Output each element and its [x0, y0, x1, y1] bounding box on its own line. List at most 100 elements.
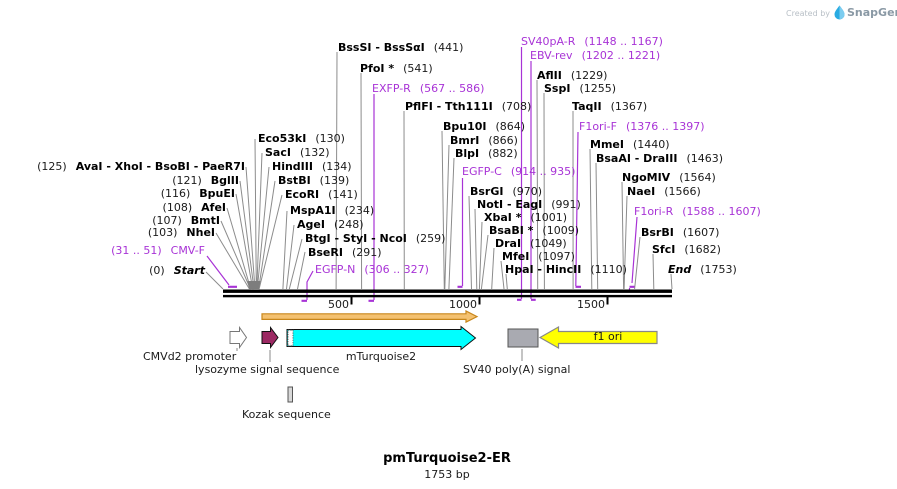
- site-pos: (866): [488, 134, 518, 147]
- primer-label-sv40pa-r: SV40pA-R (1148 .. 1167): [521, 36, 663, 48]
- site-label-bstbi: BstBI(139): [278, 175, 349, 187]
- site-connectors: [205, 51, 673, 290]
- site-label-bpuei: (116) BpuEI: [161, 188, 235, 200]
- created-by-text: Created by: [786, 9, 831, 18]
- site-label-bpu10i: Bpu10I (864): [443, 121, 525, 133]
- site-pos: (864): [495, 120, 526, 133]
- site-pos: (1564): [679, 171, 716, 184]
- site-name: BsaBI *: [489, 224, 534, 237]
- feature-signal-junction-hatch: [287, 329, 294, 347]
- primer-pos: (1202 .. 1221): [581, 49, 661, 62]
- feature-mturquoise2-arrow: [286, 325, 477, 351]
- site-pos: (708): [501, 100, 532, 113]
- site-name: MspA1I: [290, 204, 336, 217]
- site-pos: (1607): [682, 226, 720, 239]
- primer-label-f1ori-f: F1ori-F(1376 .. 1397): [579, 121, 705, 133]
- site-name: BsrBI: [641, 226, 674, 239]
- site-label-hpai: HpaI - HincII (1110): [505, 264, 627, 276]
- site-pos: (116): [160, 187, 191, 200]
- site-pos: (991): [551, 198, 581, 211]
- site-name: BtgI - StyI - NcoI: [305, 232, 407, 245]
- feature-f1-ori-arrow: [538, 325, 658, 350]
- site-name: AgeI: [297, 218, 325, 231]
- orf-frame-arrow: [261, 310, 479, 324]
- site-name: PflFI - Tth111I: [405, 100, 493, 113]
- site-name: HpaI - HincII: [505, 263, 582, 276]
- site-name: BglII: [210, 174, 239, 187]
- marker-pos: (0): [149, 264, 165, 277]
- site-label-bglii: (121)BglII: [172, 175, 239, 187]
- site-label-bsrbi: BsrBI (1607): [641, 227, 719, 239]
- marker-label-start: (0)Start: [149, 265, 205, 277]
- site-name: BmrI: [450, 134, 480, 147]
- feature-label-kozak: Kozak sequence: [242, 408, 331, 421]
- site-label-agei: AgeI(248): [297, 219, 364, 231]
- site-pos: (1463): [686, 152, 724, 165]
- ruler-label-1000: 1000: [449, 298, 477, 311]
- site-name: BlpI: [455, 147, 480, 160]
- site-label-mfei: MfeI(1097): [502, 251, 575, 263]
- site-name: NotI - EagI: [477, 198, 543, 211]
- feature-lysozyme-signal-arrow: [261, 326, 279, 349]
- site-name: AvaI - XhoI - BsoBI - PaeR7I: [75, 160, 245, 173]
- site-pos: (1110): [590, 263, 627, 276]
- primer-label-ebv-rev: EBV-rev(1202 .. 1221): [530, 50, 660, 62]
- site-label-bsabi: BsaBI *(1009): [489, 225, 579, 237]
- feature-connectors: [236, 348, 523, 362]
- site-pos: (1049): [530, 237, 567, 250]
- site-name: BsaAI - DraIII: [596, 152, 678, 165]
- site-label-bmti: (107)BmtI: [152, 215, 220, 227]
- site-label-blpi: BlpI (882): [455, 148, 518, 160]
- site-name: EcoRI: [285, 188, 320, 201]
- site-pos: (441): [433, 41, 464, 54]
- site-label-noti: NotI - EagI (991): [477, 199, 581, 211]
- primer-label-f1ori-r: F1ori-R(1588 .. 1607): [634, 206, 761, 218]
- site-pos: (134): [321, 160, 352, 173]
- marker-label-end: End(1753): [668, 264, 737, 276]
- primer-pos: (914 .. 935): [510, 165, 576, 178]
- primer-label-cmv-f: (31 .. 51)CMV-F: [111, 245, 205, 257]
- site-name: NgoMIV: [622, 171, 671, 184]
- site-label-aflii: AflII (1229): [537, 70, 607, 82]
- site-name: BsrGI: [470, 185, 504, 198]
- site-name: HindIII: [272, 160, 313, 173]
- site-pos: (259): [415, 232, 446, 245]
- primer-name: F1ori-F: [579, 120, 617, 133]
- site-pos: (882): [488, 147, 518, 160]
- primer-name: SV40pA-R: [521, 35, 576, 48]
- site-name: MfeI: [502, 250, 530, 263]
- site-label-bsrgi: BsrGI (970): [470, 186, 542, 198]
- site-name: TaqII: [572, 100, 602, 113]
- site-label-bmri: BmrI (866): [450, 135, 518, 147]
- marker-name: End: [668, 263, 692, 276]
- site-label-drai: DraI(1049): [495, 238, 567, 250]
- site-name: PfoI *: [360, 62, 395, 75]
- site-name: Eco53kI: [258, 132, 307, 145]
- primer-label-egfp-c: EGFP-C (914 .. 935): [462, 166, 575, 178]
- site-label-btgi: BtgI - StyI - NcoI (259): [305, 233, 445, 245]
- site-label-bseri: BseRI(291): [308, 247, 382, 259]
- site-pos: (1682): [684, 243, 721, 256]
- site-name: AflII: [537, 69, 562, 82]
- site-name: Bpu10I: [443, 120, 487, 133]
- primer-name: F1ori-R: [634, 205, 674, 218]
- site-name: BpuEI: [199, 187, 235, 200]
- site-label-taqii: TaqII(1367): [572, 101, 647, 113]
- primer-pos: (1148 .. 1167): [584, 35, 663, 48]
- ruler-label-500: 500: [328, 298, 349, 311]
- site-pos: (1229): [570, 69, 608, 82]
- snapgene-brand-text: SnapGene: [847, 6, 897, 19]
- site-label-xbai: XbaI *(1001): [484, 212, 567, 224]
- site-label-pfoi: PfoI *(541): [360, 63, 433, 75]
- feature-label-lysozyme-signal: lysozyme signal sequence: [195, 363, 340, 376]
- primer-name: EXFP-R: [372, 82, 411, 95]
- primer-ticks: [228, 285, 635, 302]
- primer-name: EGFP-C: [462, 165, 502, 178]
- plasmid-length: 1753 bp: [424, 468, 470, 481]
- site-line-cluster: [247, 281, 261, 289]
- site-label-nhei: (103)NheI: [148, 227, 215, 239]
- site-label-naei: NaeI(1566): [627, 186, 701, 198]
- site-pos: (970): [512, 185, 543, 198]
